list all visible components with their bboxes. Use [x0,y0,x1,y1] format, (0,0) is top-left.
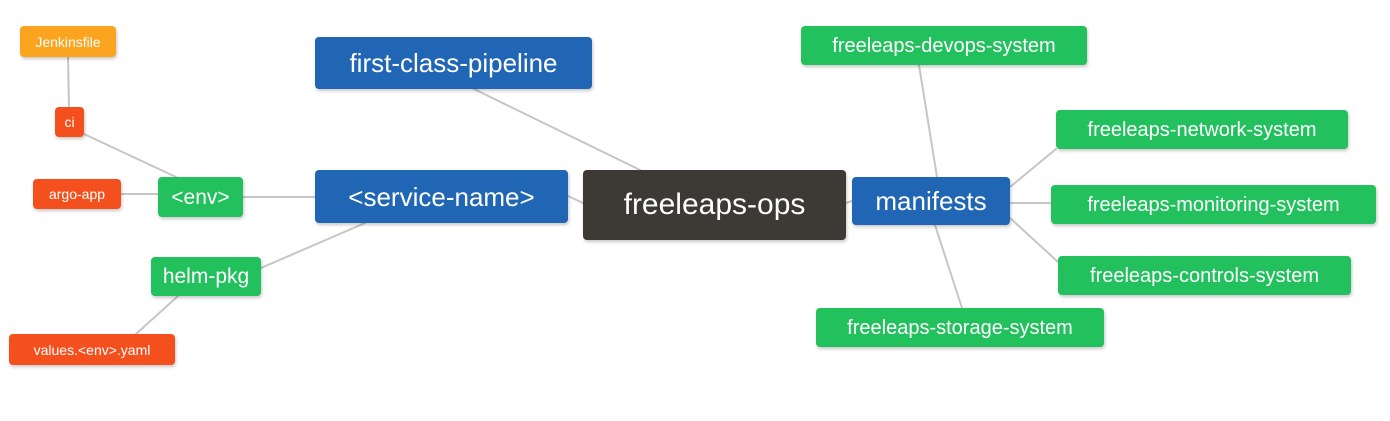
mindmap-node-label: <env> [171,185,230,209]
mindmap-node-label: ci [64,114,75,130]
mindmap-node-first-class-pipeline[interactable]: first-class-pipeline [315,37,592,89]
edge-service-name-to-freeleaps-ops [567,195,584,204]
edge-freeleaps-storage-system-to-manifests [934,224,963,309]
mindmap-node-freeleaps-network-system[interactable]: freeleaps-network-system [1056,110,1348,149]
mindmap-node-label: helm-pkg [162,265,250,288]
mindmap-node-label: values.<env>.yaml [33,341,151,358]
mindmap-node-manifests[interactable]: manifests [852,177,1010,225]
mindmap-node-env[interactable]: <env> [158,177,243,217]
edge-first-class-pipeline-to-freeleaps-ops [473,88,641,171]
mindmap-node-label: freeleaps-storage-system [847,316,1073,339]
mindmap-node-label: freeleaps-devops-system [832,34,1056,57]
edge-ci-to-env [83,133,177,178]
mindmap-node-label: Jenkinsfile [35,33,101,50]
mindmap-node-freeleaps-storage-system[interactable]: freeleaps-storage-system [816,308,1104,347]
edge-helm-pkg-to-service-name [260,222,366,269]
mindmap-node-freeleaps-devops-system[interactable]: freeleaps-devops-system [801,26,1087,65]
edge-freeleaps-controls-system-to-manifests [1009,217,1059,263]
edge-jenkinsfile-to-ci [67,56,70,108]
mindmap-node-label: <service-name> [348,181,535,212]
mindmap-node-label: first-class-pipeline [349,48,558,78]
mindmap-node-label: freeleaps-network-system [1087,118,1317,141]
mindmap-node-argo-app[interactable]: argo-app [33,179,121,209]
mindmap-node-values-env-yaml[interactable]: values.<env>.yaml [9,334,175,365]
mindmap-node-jenkinsfile[interactable]: Jenkinsfile [20,26,116,57]
mindmap-node-label: freeleaps-monitoring-system [1087,193,1340,216]
edge-freeleaps-devops-system-to-manifests [918,64,938,178]
mindmap-node-label: argo-app [48,186,106,202]
mindmap-node-freeleaps-ops[interactable]: freeleaps-ops [583,170,846,240]
mindmap-node-freeleaps-controls-system[interactable]: freeleaps-controls-system [1058,256,1351,295]
mindmap-node-service-name[interactable]: <service-name> [315,170,568,223]
mindmap-node-freeleaps-monitoring-system[interactable]: freeleaps-monitoring-system [1051,185,1376,224]
mindmap-node-helm-pkg[interactable]: helm-pkg [151,257,261,296]
mindmap-node-label: manifests [875,186,987,216]
edge-values-env-yaml-to-helm-pkg [135,295,179,335]
mindmap-node-label: freeleaps-controls-system [1090,264,1319,287]
edge-freeleaps-network-system-to-manifests [1009,148,1057,188]
mindmap-node-label: freeleaps-ops [623,188,806,221]
mindmap-node-ci[interactable]: ci [55,107,84,137]
